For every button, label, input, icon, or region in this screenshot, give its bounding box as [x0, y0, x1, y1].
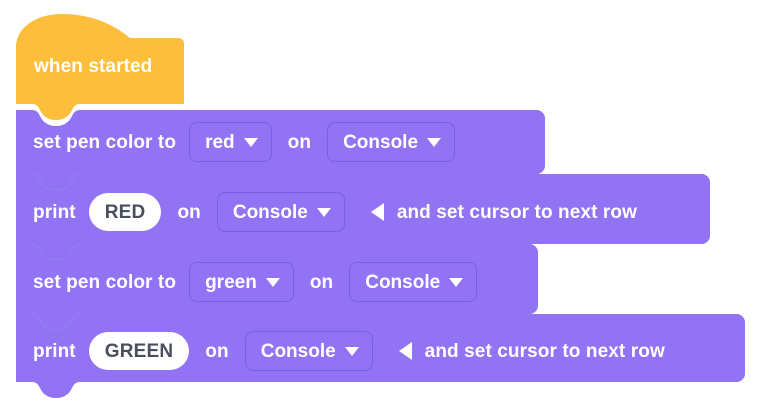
- on-label: on: [205, 340, 229, 362]
- target-dropdown-console-4[interactable]: Console: [244, 331, 373, 371]
- target-dropdown-value: Console: [343, 131, 419, 153]
- set-cursor-next-row-label: and set cursor to next row: [424, 340, 665, 362]
- collapse-caret-icon[interactable]: [370, 203, 384, 221]
- set-pen-color-label: set pen color to: [33, 271, 177, 293]
- print-label: print: [33, 340, 76, 362]
- pen-color-dropdown-green[interactable]: green: [189, 262, 294, 302]
- chevron-down-icon: [265, 277, 280, 287]
- on-label: on: [309, 271, 334, 293]
- chevron-down-icon: [243, 137, 258, 147]
- target-dropdown-console-2[interactable]: Console: [216, 192, 345, 232]
- chevron-down-icon: [344, 346, 359, 356]
- chevron-down-icon: [449, 277, 464, 287]
- target-dropdown-value: Console: [365, 271, 441, 293]
- pen-color-dropdown-red[interactable]: red: [189, 122, 272, 162]
- target-dropdown-value: Console: [260, 340, 336, 362]
- print-text-field-value: GREEN: [104, 340, 174, 362]
- print-text-field-value: RED: [104, 201, 146, 223]
- hat-block-label: when started: [34, 56, 153, 77]
- pen-color-dropdown-value: red: [205, 131, 235, 153]
- target-dropdown-value: Console: [232, 201, 308, 223]
- on-label: on: [177, 201, 201, 223]
- on-label: on: [287, 131, 312, 153]
- chevron-down-icon: [316, 207, 331, 217]
- print-label: print: [33, 201, 76, 223]
- block-set-pen-color-red[interactable]: set pen color to red on Console: [33, 107, 456, 177]
- pen-color-dropdown-value: green: [205, 271, 257, 293]
- set-cursor-next-row-label: and set cursor to next row: [396, 201, 637, 223]
- block-print-green[interactable]: print GREEN on Console and set cursor to…: [33, 316, 665, 386]
- chevron-down-icon: [427, 137, 442, 147]
- print-text-field-red[interactable]: RED: [88, 193, 162, 231]
- target-dropdown-console-1[interactable]: Console: [327, 122, 456, 162]
- target-dropdown-console-3[interactable]: Console: [349, 262, 478, 302]
- collapse-caret-icon[interactable]: [398, 342, 412, 360]
- set-pen-color-label: set pen color to: [33, 131, 177, 153]
- block-print-red[interactable]: print RED on Console and set cursor to n…: [33, 177, 637, 247]
- print-text-field-green[interactable]: GREEN: [88, 332, 190, 370]
- block-set-pen-color-green[interactable]: set pen color to green on Console: [33, 247, 478, 317]
